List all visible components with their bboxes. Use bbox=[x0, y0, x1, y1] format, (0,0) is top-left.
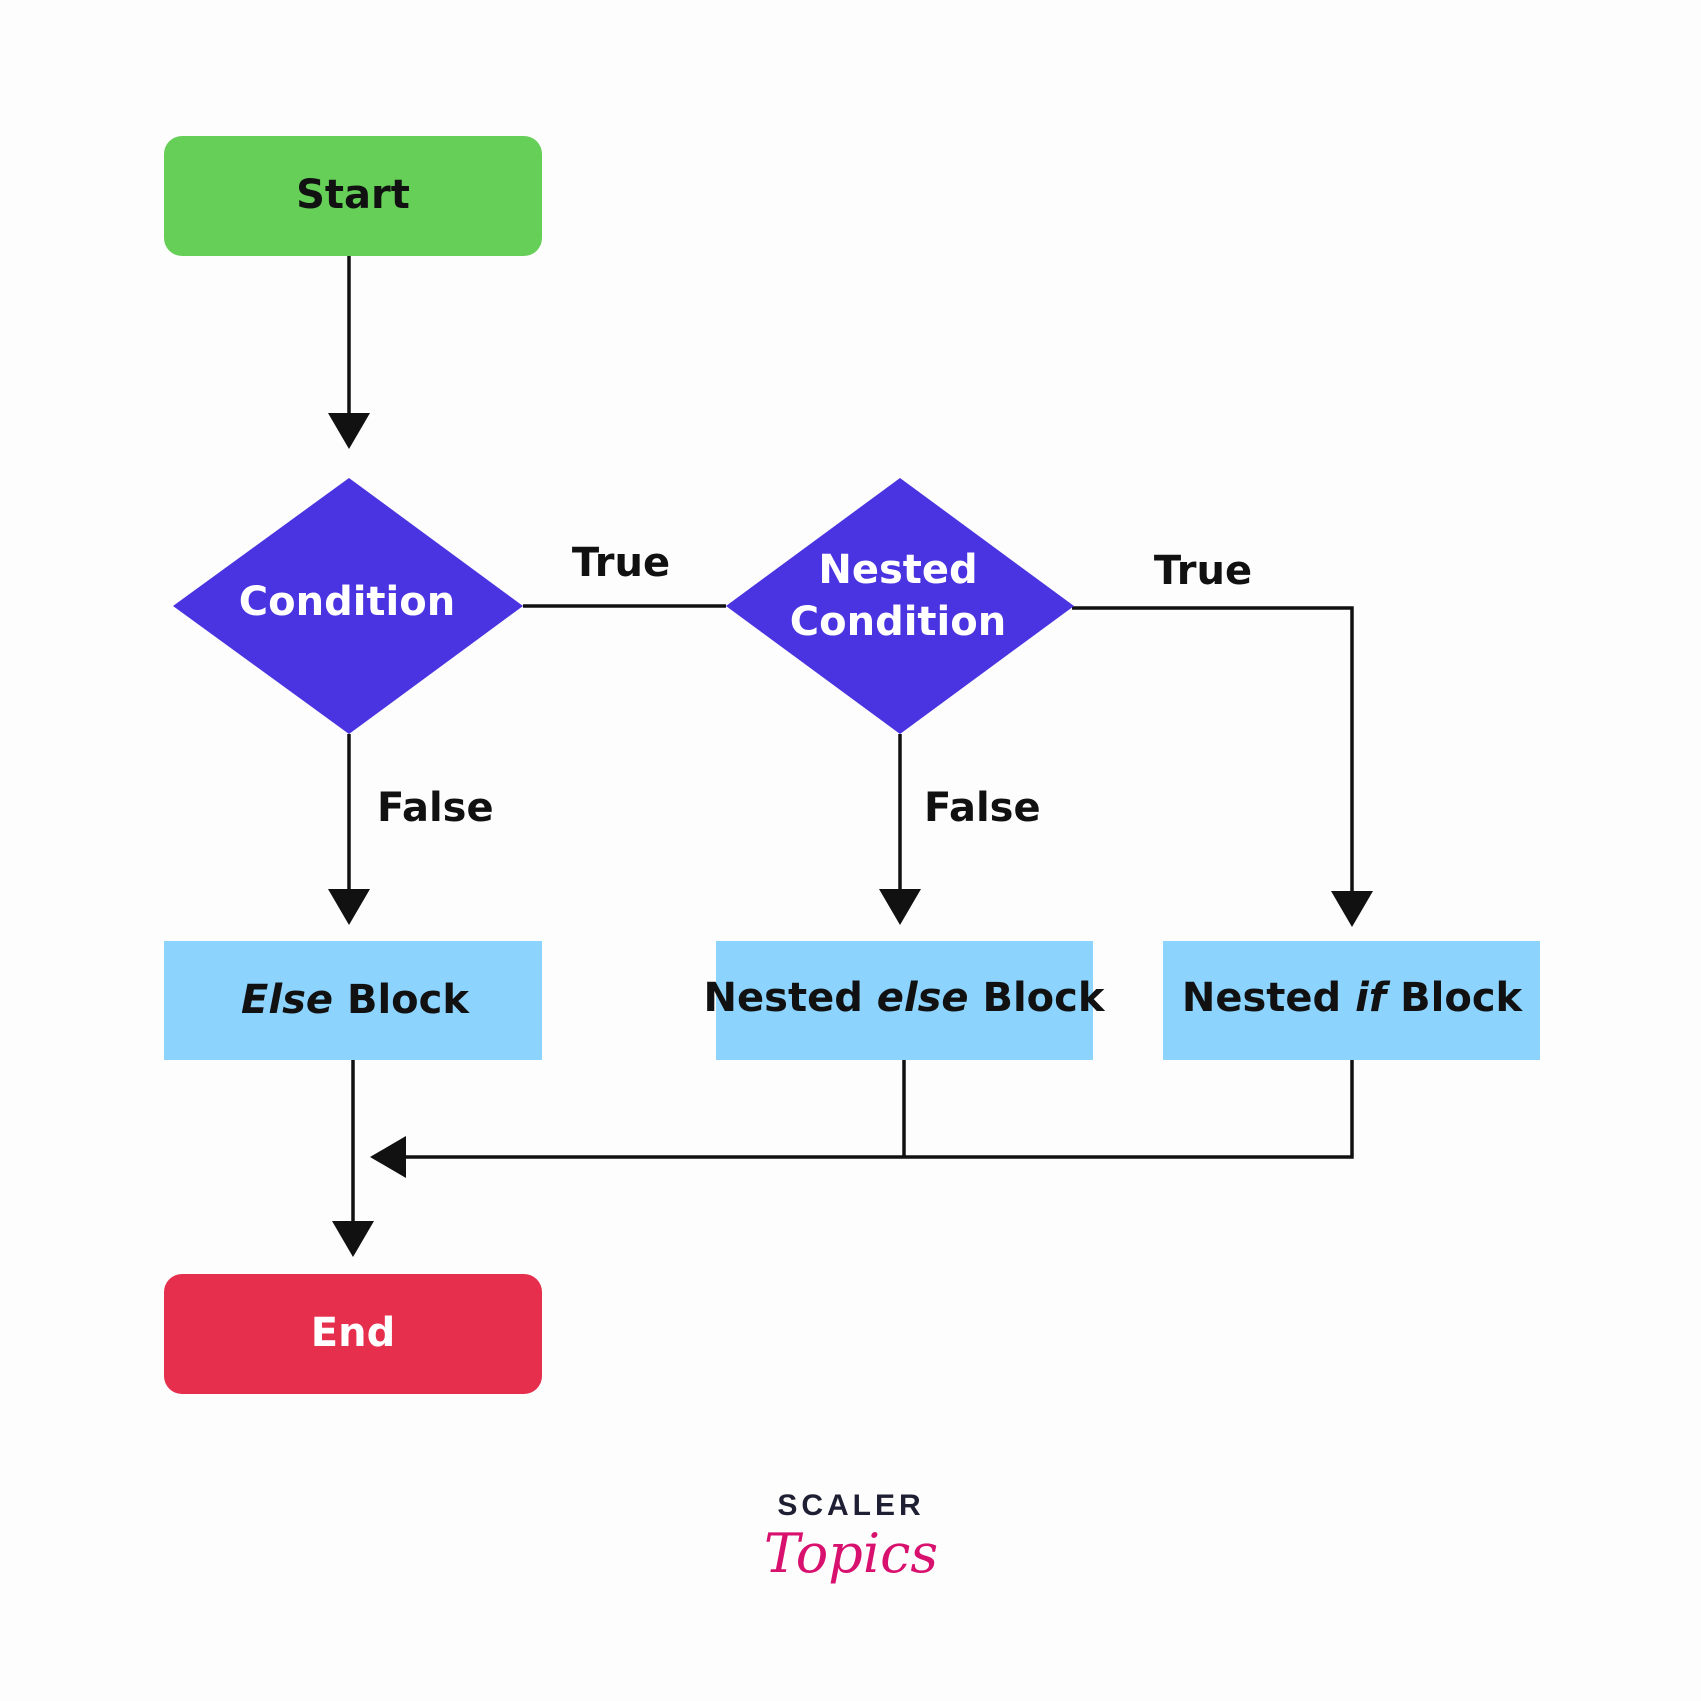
else-block-label-em: Else bbox=[241, 977, 333, 1023]
nested-else-block-label: Nested else Block bbox=[704, 975, 1106, 1021]
start-shape bbox=[164, 136, 542, 256]
arrowhead-left-merge bbox=[370, 1136, 406, 1178]
else-block-shape bbox=[164, 941, 542, 1060]
nested-if-block-shape bbox=[1163, 941, 1540, 1060]
nested-if-block-label: Nested if Block bbox=[1182, 975, 1524, 1021]
nested-if-label-post: Block bbox=[1386, 975, 1523, 1021]
arrowhead-down-to-else bbox=[328, 889, 370, 925]
nested-if-label-em: if bbox=[1355, 975, 1391, 1021]
else-block-label: Else Block bbox=[241, 977, 470, 1023]
end-node: End bbox=[164, 1274, 542, 1394]
arrowhead-down-to-end bbox=[332, 1221, 374, 1257]
edge-label-nested-false: False bbox=[924, 785, 1041, 831]
nested-if-block-node: Nested if Block bbox=[1163, 941, 1540, 1060]
nested-else-block-node: Nested else Block bbox=[704, 941, 1106, 1060]
arrowhead-down-to-nested-else bbox=[879, 889, 921, 925]
arrowhead-down-to-nested-if bbox=[1331, 891, 1373, 927]
end-shape bbox=[164, 1274, 542, 1394]
nested-condition-label-line1: Nested bbox=[818, 547, 977, 593]
edge-nested-if-merge bbox=[398, 1060, 1354, 1159]
else-block-node: Else Block bbox=[164, 941, 542, 1060]
nested-else-label-post: Block bbox=[969, 975, 1106, 1021]
nested-else-block-shape bbox=[716, 941, 1093, 1060]
nested-condition-node: Nested Condition bbox=[726, 478, 1074, 734]
edge-labels: True False True False bbox=[377, 540, 1252, 831]
nested-else-label-pre: Nested bbox=[704, 975, 877, 1021]
start-label: Start bbox=[296, 172, 410, 218]
nested-else-label-em: else bbox=[877, 975, 969, 1021]
edge-nested-condition-to-nested-if bbox=[1072, 606, 1354, 893]
scaler-topics-logo: SCALER Topics bbox=[764, 1489, 938, 1585]
condition-diamond bbox=[173, 478, 523, 734]
arrowhead-down-to-condition bbox=[328, 413, 370, 449]
nested-condition-label-line2: Condition bbox=[790, 599, 1006, 645]
condition-node: Condition bbox=[173, 478, 523, 734]
start-node: Start bbox=[164, 136, 542, 256]
logo-brand-text: SCALER bbox=[777, 1489, 924, 1522]
nested-condition-diamond bbox=[726, 478, 1074, 734]
edge-label-condition-true: True bbox=[572, 540, 670, 586]
nested-if-label-pre: Nested bbox=[1182, 975, 1355, 1021]
arrowheads bbox=[328, 413, 1373, 1257]
end-label: End bbox=[311, 1310, 395, 1356]
connectors bbox=[347, 256, 1354, 1225]
edge-label-nested-true: True bbox=[1154, 548, 1252, 594]
condition-label: Condition bbox=[239, 579, 455, 625]
else-block-label-rest: Block bbox=[333, 977, 470, 1023]
edge-label-condition-false: False bbox=[377, 785, 494, 831]
logo-product-text: Topics bbox=[764, 1522, 938, 1585]
